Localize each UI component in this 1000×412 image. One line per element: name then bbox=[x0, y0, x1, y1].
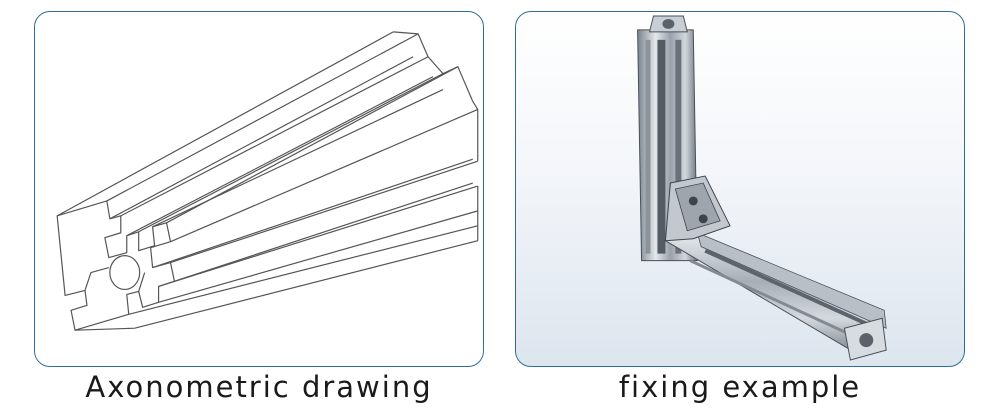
fixing-example-caption: fixing example bbox=[618, 370, 862, 404]
axonometric-caption: Axonometric drawing bbox=[85, 370, 433, 404]
profile-line-drawing bbox=[56, 31, 479, 331]
fixing-example-panel bbox=[515, 11, 965, 367]
corner-bracket-render bbox=[637, 15, 887, 361]
axonometric-drawing-panel bbox=[34, 11, 484, 367]
